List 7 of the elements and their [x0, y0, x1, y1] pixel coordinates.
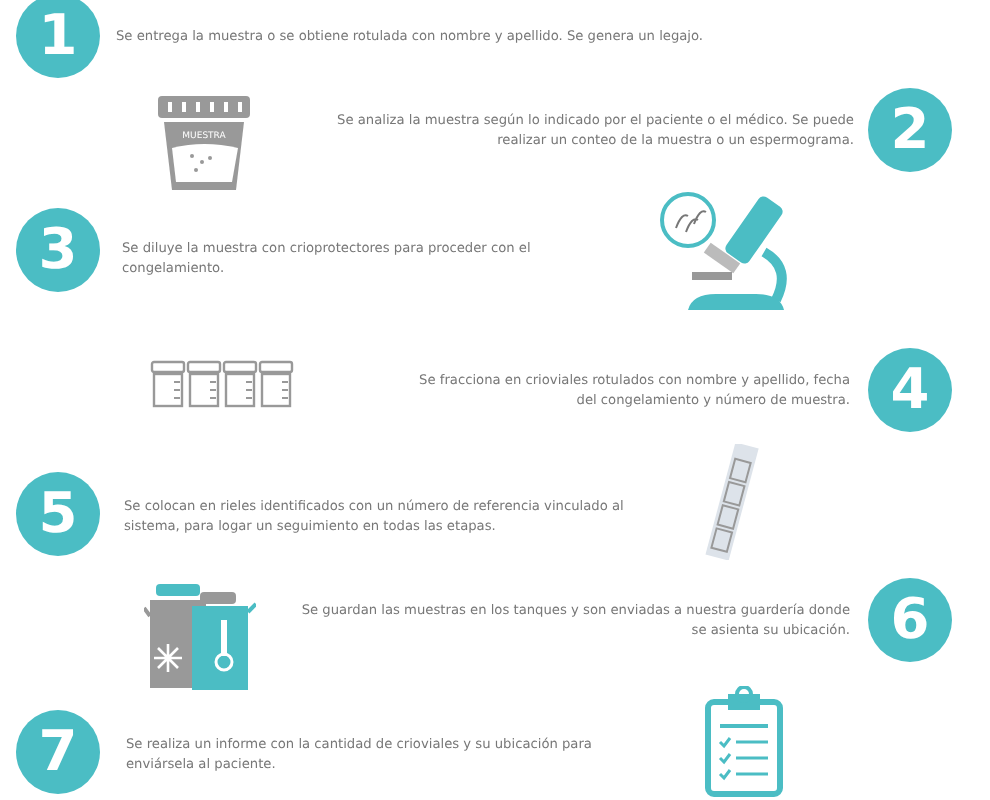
- step-number-circle: 6: [868, 578, 952, 662]
- step-number-circle: 7: [16, 710, 100, 794]
- step-number-circle: 1: [16, 0, 100, 78]
- step-number-circle: 3: [16, 208, 100, 292]
- step-number-circle: 5: [16, 472, 100, 556]
- step-number-circle: 2: [868, 88, 952, 172]
- step-number-circle: 4: [868, 348, 952, 432]
